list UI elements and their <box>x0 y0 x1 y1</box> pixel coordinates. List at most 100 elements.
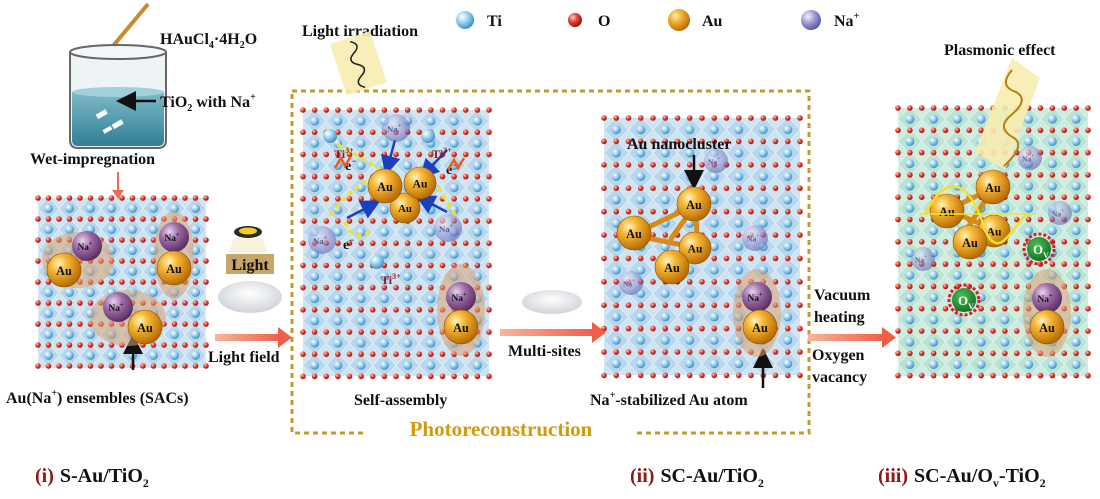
na-ion-label: Na+ <box>109 301 124 314</box>
vacuum-label: Vacuum <box>814 287 871 304</box>
na-stabilized-label: Na+-stabilized Au atom <box>590 390 748 409</box>
ti-atom <box>1071 136 1081 146</box>
o-atom <box>87 195 94 201</box>
o-atom <box>77 195 83 201</box>
na-ion: Na+ <box>704 149 728 173</box>
o-atom <box>723 349 730 355</box>
ti-atom <box>191 288 200 297</box>
ti-atom <box>170 309 179 318</box>
o-atom <box>346 107 353 113</box>
na-ion-label: Na+ <box>78 240 93 253</box>
ti-atom <box>426 227 436 237</box>
ti-atom <box>86 204 95 213</box>
o-atom <box>150 195 157 201</box>
o-atom <box>1049 194 1056 200</box>
ti-atom <box>1071 359 1081 369</box>
ti-atom <box>403 138 413 148</box>
au-nanocluster-label: Au nanocluster <box>627 136 731 153</box>
ti-atom <box>426 316 436 326</box>
o-atom <box>108 363 115 369</box>
o-atom <box>613 185 620 191</box>
ti-atom <box>149 288 158 297</box>
o-atom <box>699 138 705 145</box>
o-atom <box>1061 172 1068 178</box>
ti-atom <box>709 242 719 252</box>
ti-atom <box>952 315 962 325</box>
o-atom <box>686 325 693 332</box>
o-atom <box>381 307 388 313</box>
o-atom <box>300 351 306 358</box>
ti-atom <box>426 116 436 126</box>
ti-atom <box>310 272 320 281</box>
au-atom-label: Au <box>987 226 1002 238</box>
ti-atom <box>929 226 939 236</box>
o-atom <box>346 329 353 335</box>
o-atom <box>978 105 984 111</box>
o-atom <box>662 232 669 238</box>
ti-atom <box>403 338 413 348</box>
oxygen-vacancy: OV <box>947 283 981 317</box>
o-atom <box>748 372 754 379</box>
o-atom <box>87 216 94 222</box>
o-atom <box>335 107 341 113</box>
o-atom <box>300 129 306 135</box>
o-atom <box>711 208 718 215</box>
o-atom <box>416 129 423 135</box>
o-atom <box>1037 127 1044 134</box>
ti-atom <box>611 195 621 205</box>
legend-o-label: O <box>598 13 610 30</box>
o-atom <box>300 151 306 158</box>
ti-atom <box>426 338 436 348</box>
o-atom <box>182 195 188 201</box>
au-atom-label: Au <box>985 181 1001 195</box>
ti-atom <box>86 330 95 339</box>
o-atom <box>45 237 52 243</box>
o-atom <box>625 185 632 191</box>
o-atom <box>723 232 730 238</box>
ti-atom <box>191 267 200 276</box>
o-atom <box>192 195 199 201</box>
ti-atom <box>128 204 137 213</box>
ti-atom <box>1071 203 1081 213</box>
o-atom <box>662 162 669 168</box>
o-atom <box>416 373 423 380</box>
ti-atom <box>191 330 200 339</box>
ti-atom <box>636 148 646 158</box>
o-atom <box>772 232 779 238</box>
o-atom <box>323 262 330 269</box>
o-atom <box>35 321 41 327</box>
o-atom <box>311 373 318 380</box>
ti-atom <box>952 337 962 347</box>
ti-atom <box>86 288 95 297</box>
o-atom <box>416 329 423 335</box>
o-atom <box>119 195 125 201</box>
au-atom: Au <box>403 166 437 200</box>
au-atom-label: Au <box>137 321 153 335</box>
o-atom <box>346 151 353 158</box>
na-ion: Na+ <box>742 225 768 251</box>
o-atom <box>404 151 411 158</box>
o-atom <box>723 138 730 145</box>
o-atom <box>335 262 341 269</box>
o-atom <box>119 363 125 369</box>
ti-atom <box>170 330 179 339</box>
o-atom <box>35 237 41 243</box>
o-atom <box>723 208 730 215</box>
ti-atom <box>426 272 436 281</box>
ti-atom <box>905 315 915 325</box>
o-atom <box>699 162 705 168</box>
o-atom <box>77 363 83 369</box>
ti-atom <box>472 227 482 237</box>
o-atom <box>711 138 718 145</box>
na-ion-label: Na+ <box>1052 208 1064 218</box>
o-atom <box>462 240 469 246</box>
o-atom <box>35 300 41 306</box>
o-atom <box>1049 149 1056 156</box>
o-atom <box>358 262 364 269</box>
o-atom <box>45 216 52 222</box>
o-atom <box>735 255 742 262</box>
ti-atom <box>426 294 436 304</box>
o-atom <box>1049 172 1056 178</box>
ti-atom <box>86 351 95 360</box>
o-atom <box>1013 172 1020 178</box>
